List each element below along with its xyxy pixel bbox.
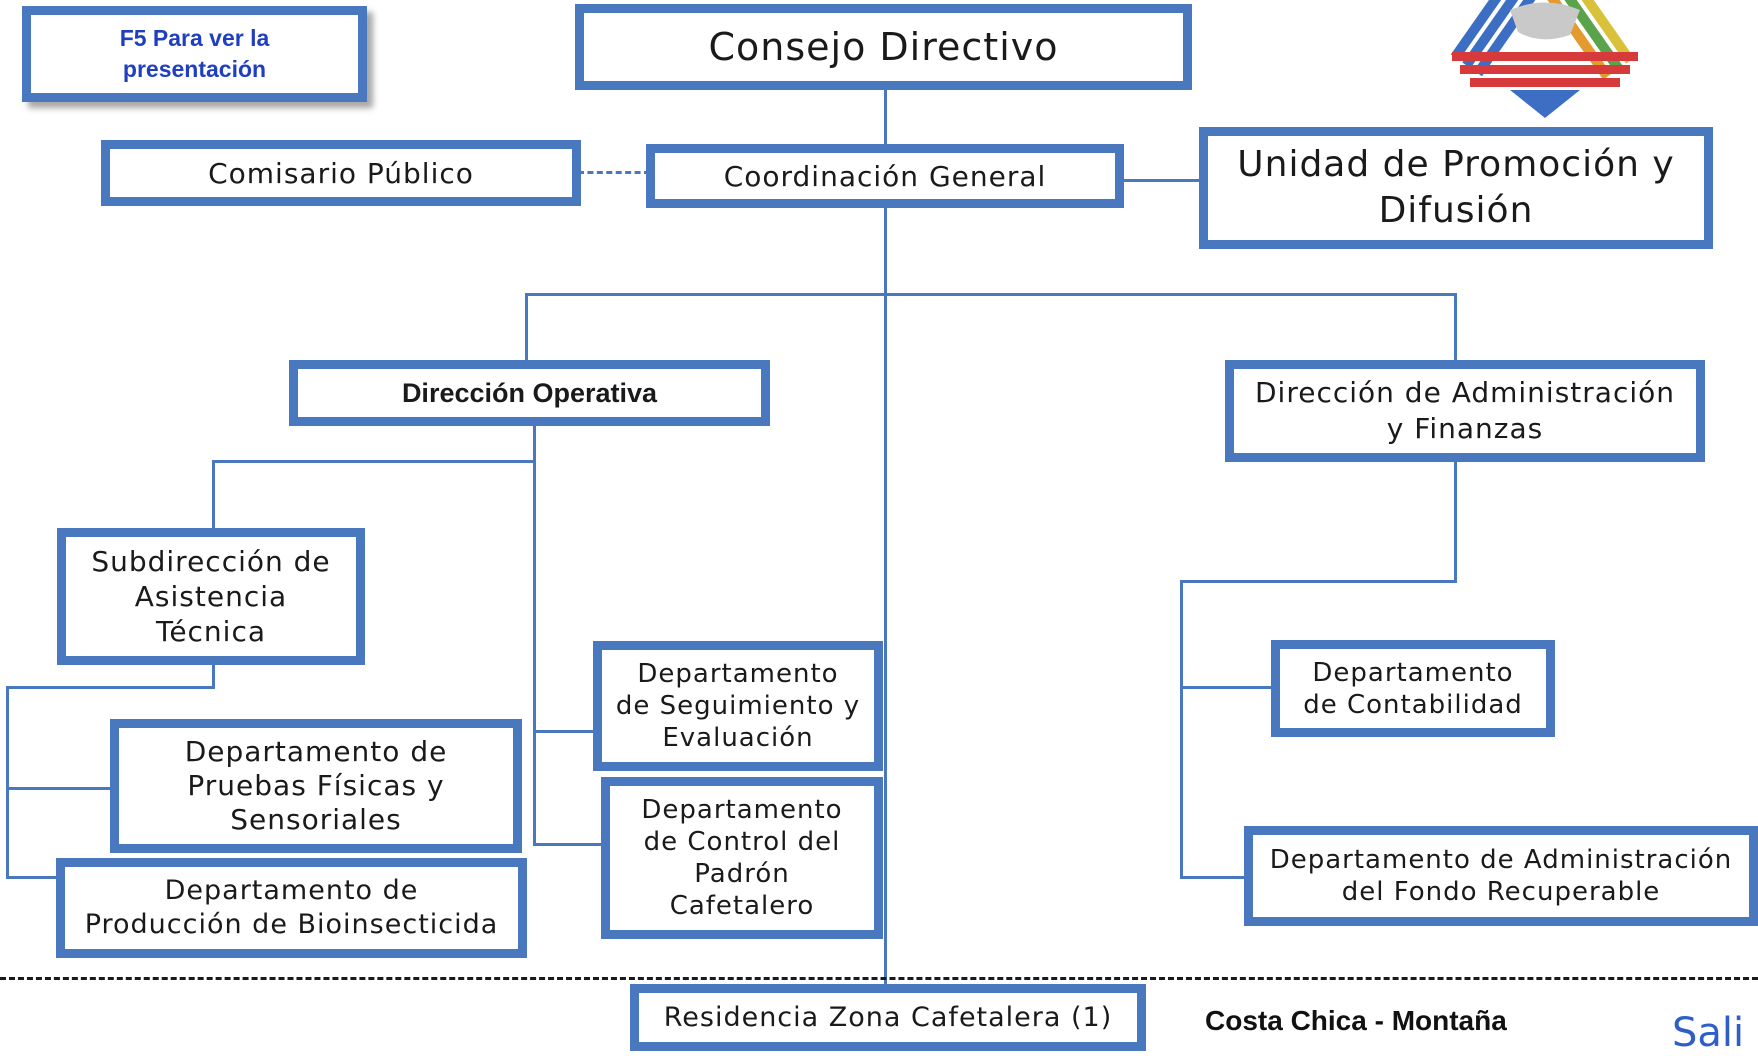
unidad-promocion-box: Unidad de Promoción y Difusión bbox=[1199, 127, 1713, 249]
coordinacion-general-box: Coordinación General bbox=[646, 144, 1124, 208]
direccion-administracion-box: Dirección de Administración y Finanzas bbox=[1225, 360, 1705, 462]
subdireccion-asistencia-label: Subdirección de Asistencia Técnica bbox=[91, 545, 331, 648]
connector-line bbox=[525, 293, 528, 363]
connector-line bbox=[212, 660, 215, 688]
region-label: Costa Chica - Montaña bbox=[1205, 1005, 1507, 1036]
comisario-publico-label: Comisario Público bbox=[208, 156, 474, 190]
connector-line bbox=[1454, 460, 1457, 583]
departamento-fondo-box: Departamento de Administración del Fondo… bbox=[1244, 826, 1758, 926]
exit-link[interactable]: Sali bbox=[1672, 1010, 1745, 1056]
connector-line bbox=[525, 293, 1457, 296]
connector-line bbox=[884, 206, 887, 986]
direccion-operativa-label: Dirección Operativa bbox=[401, 377, 658, 408]
departamento-bioinsecticida-box: Departamento de Producción de Bioinsecti… bbox=[56, 858, 527, 958]
residencia-zona-box: Residencia Zona Cafetalera (1) bbox=[630, 984, 1146, 1051]
connector-line bbox=[533, 425, 536, 845]
coordinacion-general-label: Coordinación General bbox=[723, 159, 1047, 193]
unidad-promocion-label: Unidad de Promoción y Difusión bbox=[1237, 144, 1675, 231]
connector-line bbox=[6, 686, 9, 878]
consejo-directivo-label: Consejo Directivo bbox=[708, 25, 1059, 69]
comisario-publico-box: Comisario Público bbox=[101, 140, 581, 206]
connector-line bbox=[6, 686, 215, 689]
departamento-pruebas-label: Departamento de Pruebas Físicas y Sensor… bbox=[184, 735, 448, 836]
departamento-bioinsecticida-label: Departamento de Producción de Bioinsecti… bbox=[84, 875, 499, 940]
departamento-seguimiento-label: Departamento de Seguimiento y Evaluación bbox=[615, 659, 861, 753]
connector-line bbox=[1454, 293, 1457, 363]
departamento-control-label: Departamento de Control del Padrón Cafet… bbox=[641, 795, 843, 921]
connector-line bbox=[212, 460, 215, 530]
dashed-connector bbox=[578, 171, 650, 174]
departamento-fondo-label: Departamento de Administración del Fondo… bbox=[1269, 845, 1733, 907]
connector-line bbox=[884, 88, 887, 146]
connector-line bbox=[533, 843, 605, 846]
departamento-seguimiento-box: Departamento de Seguimiento y Evaluación bbox=[593, 641, 883, 771]
departamento-contabilidad-box: Departamento de Contabilidad bbox=[1271, 640, 1555, 737]
connector-line bbox=[533, 730, 599, 733]
connector-line bbox=[1180, 686, 1272, 689]
consejo-directivo-box: Consejo Directivo bbox=[575, 4, 1192, 90]
organization-logo bbox=[1450, 0, 1638, 118]
connector-line bbox=[212, 460, 534, 463]
departamento-contabilidad-label: Departamento de Contabilidad bbox=[1303, 657, 1523, 720]
departamento-pruebas-box: Departamento de Pruebas Físicas y Sensor… bbox=[110, 719, 522, 853]
connector-line bbox=[1118, 179, 1205, 182]
connector-line bbox=[1180, 580, 1457, 583]
connector-line bbox=[6, 876, 60, 879]
direccion-operativa-box: Dirección Operativa bbox=[289, 360, 770, 426]
direccion-administracion-label: Dirección de Administración y Finanzas bbox=[1254, 376, 1675, 445]
connector-line bbox=[1180, 580, 1183, 878]
subdireccion-asistencia-box: Subdirección de Asistencia Técnica bbox=[57, 528, 365, 665]
departamento-control-box: Departamento de Control del Padrón Cafet… bbox=[601, 777, 883, 939]
residencia-zona-label: Residencia Zona Cafetalera (1) bbox=[663, 1002, 1113, 1033]
connector-line bbox=[1180, 876, 1245, 879]
presentation-hint-box: F5 Para ver la presentación bbox=[22, 6, 367, 102]
connector-line bbox=[6, 787, 114, 790]
separator-dashed-line bbox=[0, 977, 1758, 980]
